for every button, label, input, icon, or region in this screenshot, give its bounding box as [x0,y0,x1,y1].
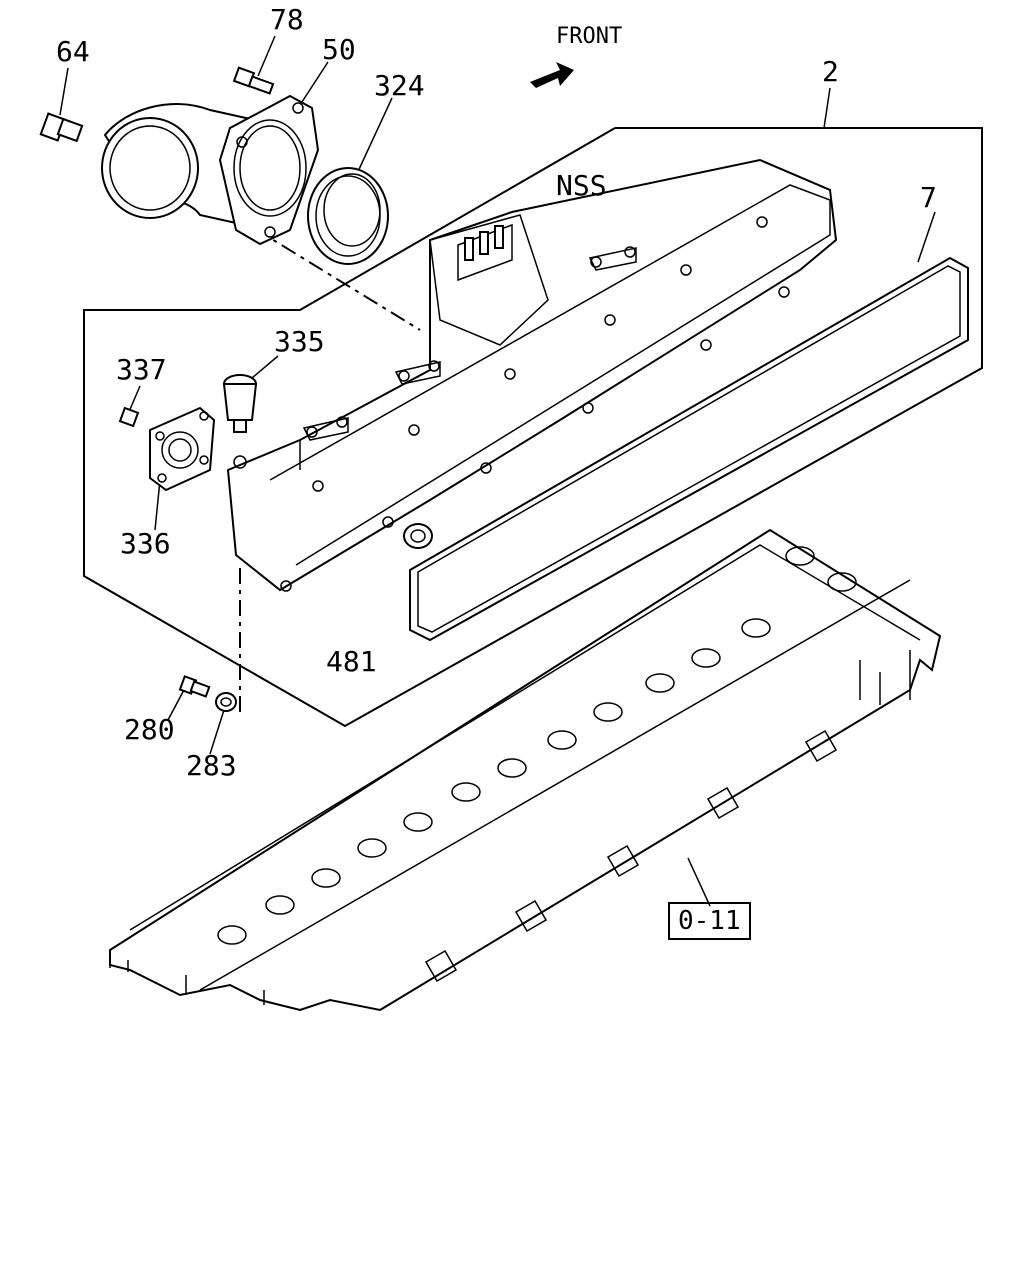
callout-7: 7 [920,181,937,214]
assembly-boundary [83,127,983,728]
callout-nss: NSS [556,169,607,202]
callout-78: 78 [270,3,304,36]
bolt-337 [118,406,140,428]
callout-50: 50 [322,33,356,66]
valve-seat-rings [217,546,857,945]
front-arrow-icon [530,62,574,88]
bolt-78 [232,66,275,95]
elbow-pipe [101,103,263,227]
cylinder-head [109,528,942,1012]
reference-box-0-11: 0-11 [668,902,751,940]
callout-337: 337 [116,353,167,386]
seal-ring-324 [307,167,389,265]
leader-lines [59,35,936,907]
callout-280: 280 [124,713,175,746]
callout-2: 2 [822,55,839,88]
head-ports [424,729,838,983]
callout-64: 64 [56,35,90,68]
callout-336: 336 [120,527,171,560]
callout-481: 481 [326,645,377,678]
bolt-280 [178,675,211,698]
front-label: FRONT [556,24,623,49]
grommet [403,523,433,549]
plug-335 [222,374,258,433]
nut-283 [215,692,237,712]
intake-manifold [226,158,838,592]
callout-283: 283 [186,749,237,782]
cover-plate-336 [149,406,216,492]
flange-50 [218,94,320,246]
gasket-7 [409,256,969,642]
callout-324: 324 [374,69,425,102]
stud-64 [39,112,84,143]
manifold-brackets [302,246,637,441]
callout-335: 335 [274,325,325,358]
